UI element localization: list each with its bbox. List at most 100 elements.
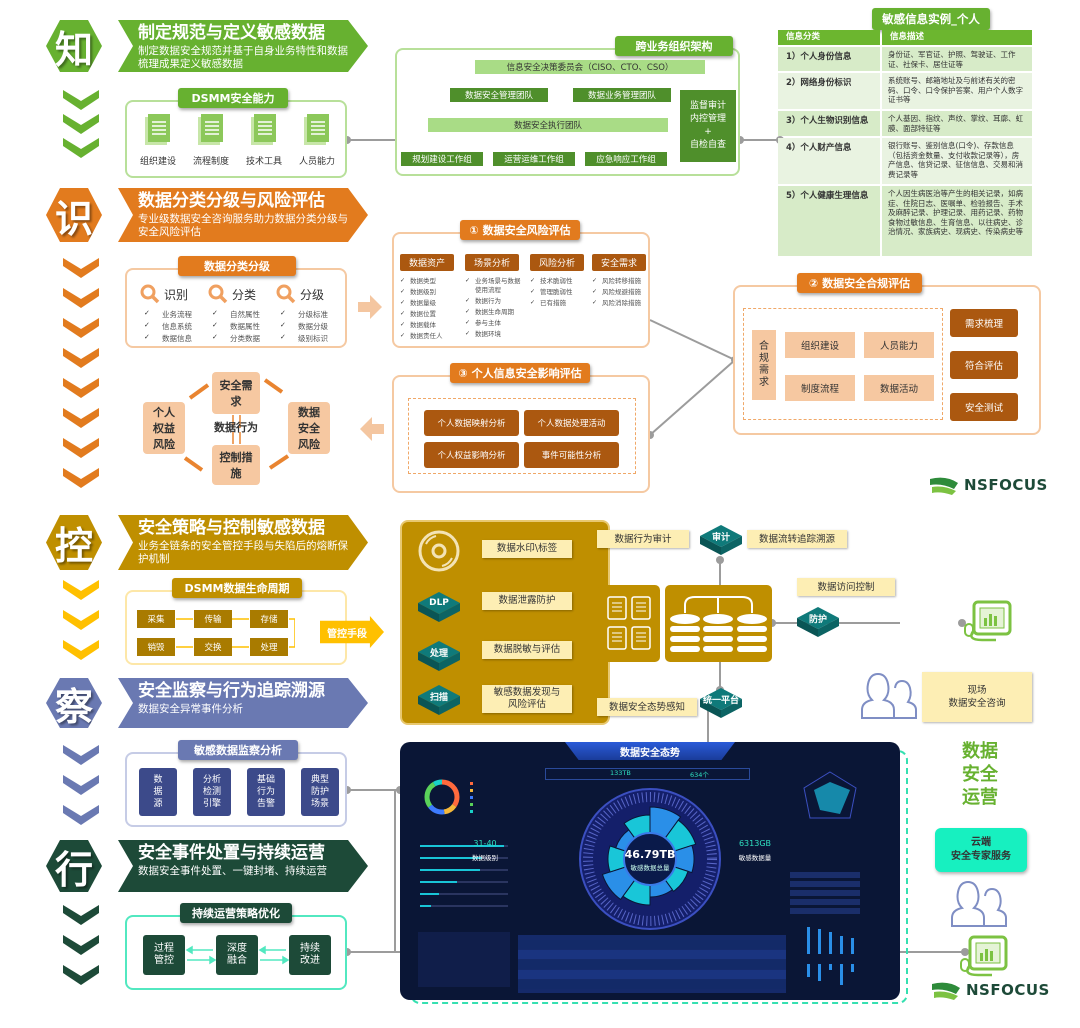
nsfocus-wordmark: NSFOCUS	[964, 476, 1048, 494]
nsfocus-logo: NSFOCUS	[930, 980, 1060, 1002]
check-icon: ✓	[530, 277, 536, 284]
control-badge: DLP	[418, 592, 460, 622]
disc-icon	[418, 530, 460, 572]
lifecycle-step: 交换	[194, 638, 232, 656]
protect-badge-label: 防护	[808, 614, 827, 625]
audit-box: 监督审计 内控管理 + 自检自查	[680, 90, 736, 162]
people-icon	[858, 672, 922, 720]
check-icon: ✓	[144, 321, 150, 329]
cycle-bottom: 控制措施	[212, 445, 260, 485]
section-badge-0: 知	[46, 20, 102, 72]
biz-team: 数据业务管理团队	[573, 88, 671, 102]
audit-badge-label: 审计	[711, 532, 730, 543]
section-subtitle: 制定数据安全规范并基于自身业务特性和数据梳理成果定义敏感数据	[138, 45, 348, 70]
section-subtitle: 业务全链条的安全管控手段与失陷后的熔断保护机制	[138, 540, 348, 565]
hbar-fill	[420, 869, 480, 871]
vbar-negative	[840, 964, 843, 985]
risk-assessment-panel	[392, 232, 650, 348]
table-header-category: 信息分类	[778, 30, 880, 45]
dashboard-title: 数据安全态势	[620, 747, 680, 759]
section-title: 安全策略与控制敏感数据	[138, 518, 325, 538]
control-label: 数据水印\标签	[482, 540, 572, 558]
vbar	[851, 937, 854, 954]
check-icon: ✓	[400, 332, 406, 339]
classify-item: 自然属性	[230, 310, 260, 319]
section-subtitle: 数据安全异常事件分析	[138, 703, 243, 715]
vbar-negative	[829, 964, 832, 970]
control-label: 数据脱敏与评估	[482, 641, 572, 659]
top-stat-2: 634个	[690, 771, 709, 779]
table-row-desc: 系统账号、邮箱地址及与前述有关的密码、口令、口令保护答案、用户个人数字证书等	[882, 73, 1032, 109]
compliance-dashed	[743, 308, 943, 420]
protect-badge: 防护	[797, 607, 839, 637]
lifecycle-step: 采集	[137, 610, 175, 628]
classify-panel	[125, 268, 347, 348]
donut-slice	[424, 779, 460, 815]
classify-heading: 分级	[300, 288, 325, 302]
hbar-fill	[420, 845, 504, 847]
check-icon: ✓	[212, 333, 218, 341]
left-label: 数据级别	[472, 854, 498, 862]
risk-item: 数据级别	[410, 288, 436, 296]
classify-item: 数据属性	[230, 322, 260, 331]
table-header-desc: 信息描述	[882, 30, 1032, 45]
check-icon: ✓	[592, 299, 598, 306]
database-icon	[665, 585, 772, 662]
section-subtitle: 数据安全事件处置、一键封堵、持续运营	[138, 865, 327, 877]
control-badge-label: 处理	[429, 648, 448, 659]
nsfocus-logo: NSFOCUS	[928, 475, 1058, 497]
check-icon: ✓	[144, 333, 150, 341]
monitor-icon	[958, 935, 1010, 979]
check-icon: ✓	[400, 310, 406, 317]
section-badge-4: 行	[46, 840, 102, 892]
monitor-step: 数据源	[139, 768, 177, 816]
events-table-row	[518, 980, 786, 989]
data-ops-label: 数据 安全 运营	[962, 741, 998, 808]
right-label: 敏感数据量	[738, 854, 772, 862]
ops-step: 持续改进	[289, 935, 331, 975]
trace-label: 数据流转追踪溯源	[747, 530, 847, 548]
sensitivity-ring-chart	[575, 784, 725, 934]
risk-item: 数据量级	[410, 299, 436, 307]
table-row-category: 4）个人财产信息	[778, 138, 880, 184]
section-badge-2: 控	[46, 515, 102, 570]
risk-item: 数据位置	[410, 310, 436, 318]
check-icon: ✓	[530, 288, 536, 295]
cycle-top: 安全需求	[212, 372, 260, 414]
section-title: 安全事件处置与持续运营	[138, 843, 325, 863]
table-row-desc: 身份证、军官证、护照、驾驶证、工作证、社保卡、居住证等	[882, 47, 1032, 71]
list-item	[790, 899, 860, 905]
classify-item: 数据信息	[162, 334, 192, 343]
capability-label: 组织建设	[139, 157, 176, 167]
check-icon: ✓	[400, 277, 406, 284]
control-badge: 处理	[418, 641, 460, 671]
people-icon	[948, 880, 1012, 928]
classify-item: 分类数据	[230, 334, 260, 343]
check-icon: ✓	[280, 321, 286, 329]
pia-item: 个人权益影响分析	[424, 442, 519, 468]
audit-badge: 审计	[700, 525, 742, 555]
donut-slice	[424, 779, 460, 815]
check-icon: ✓	[212, 309, 218, 317]
classify-item: 业务流程	[162, 310, 192, 319]
magnifier-icon	[276, 284, 296, 304]
right-value: 6313GB	[738, 839, 772, 848]
control-means-arrow: 管控手段	[320, 616, 384, 648]
compliance-item: 数据活动	[864, 375, 934, 401]
cycle-right: 数据安全风险	[288, 402, 330, 454]
lifecycle-step: 存储	[250, 610, 288, 628]
risk-item: 数据载体	[410, 321, 436, 329]
check-icon: ✓	[465, 308, 471, 315]
classify-panel-title: 数据分类分级	[178, 256, 296, 276]
magnifier-icon	[140, 284, 160, 304]
risk-col-heading: 安全需求	[592, 254, 646, 271]
top-stats-bar	[545, 768, 750, 780]
check-icon: ✓	[280, 333, 286, 341]
check-icon: ✓	[592, 277, 598, 284]
risk-item: 风险消除措施	[602, 299, 641, 307]
vbar	[840, 936, 843, 954]
documents-box	[598, 585, 660, 662]
control-badge-label: DLP	[429, 598, 449, 608]
monitor-step: 典型防护场景	[301, 768, 339, 816]
